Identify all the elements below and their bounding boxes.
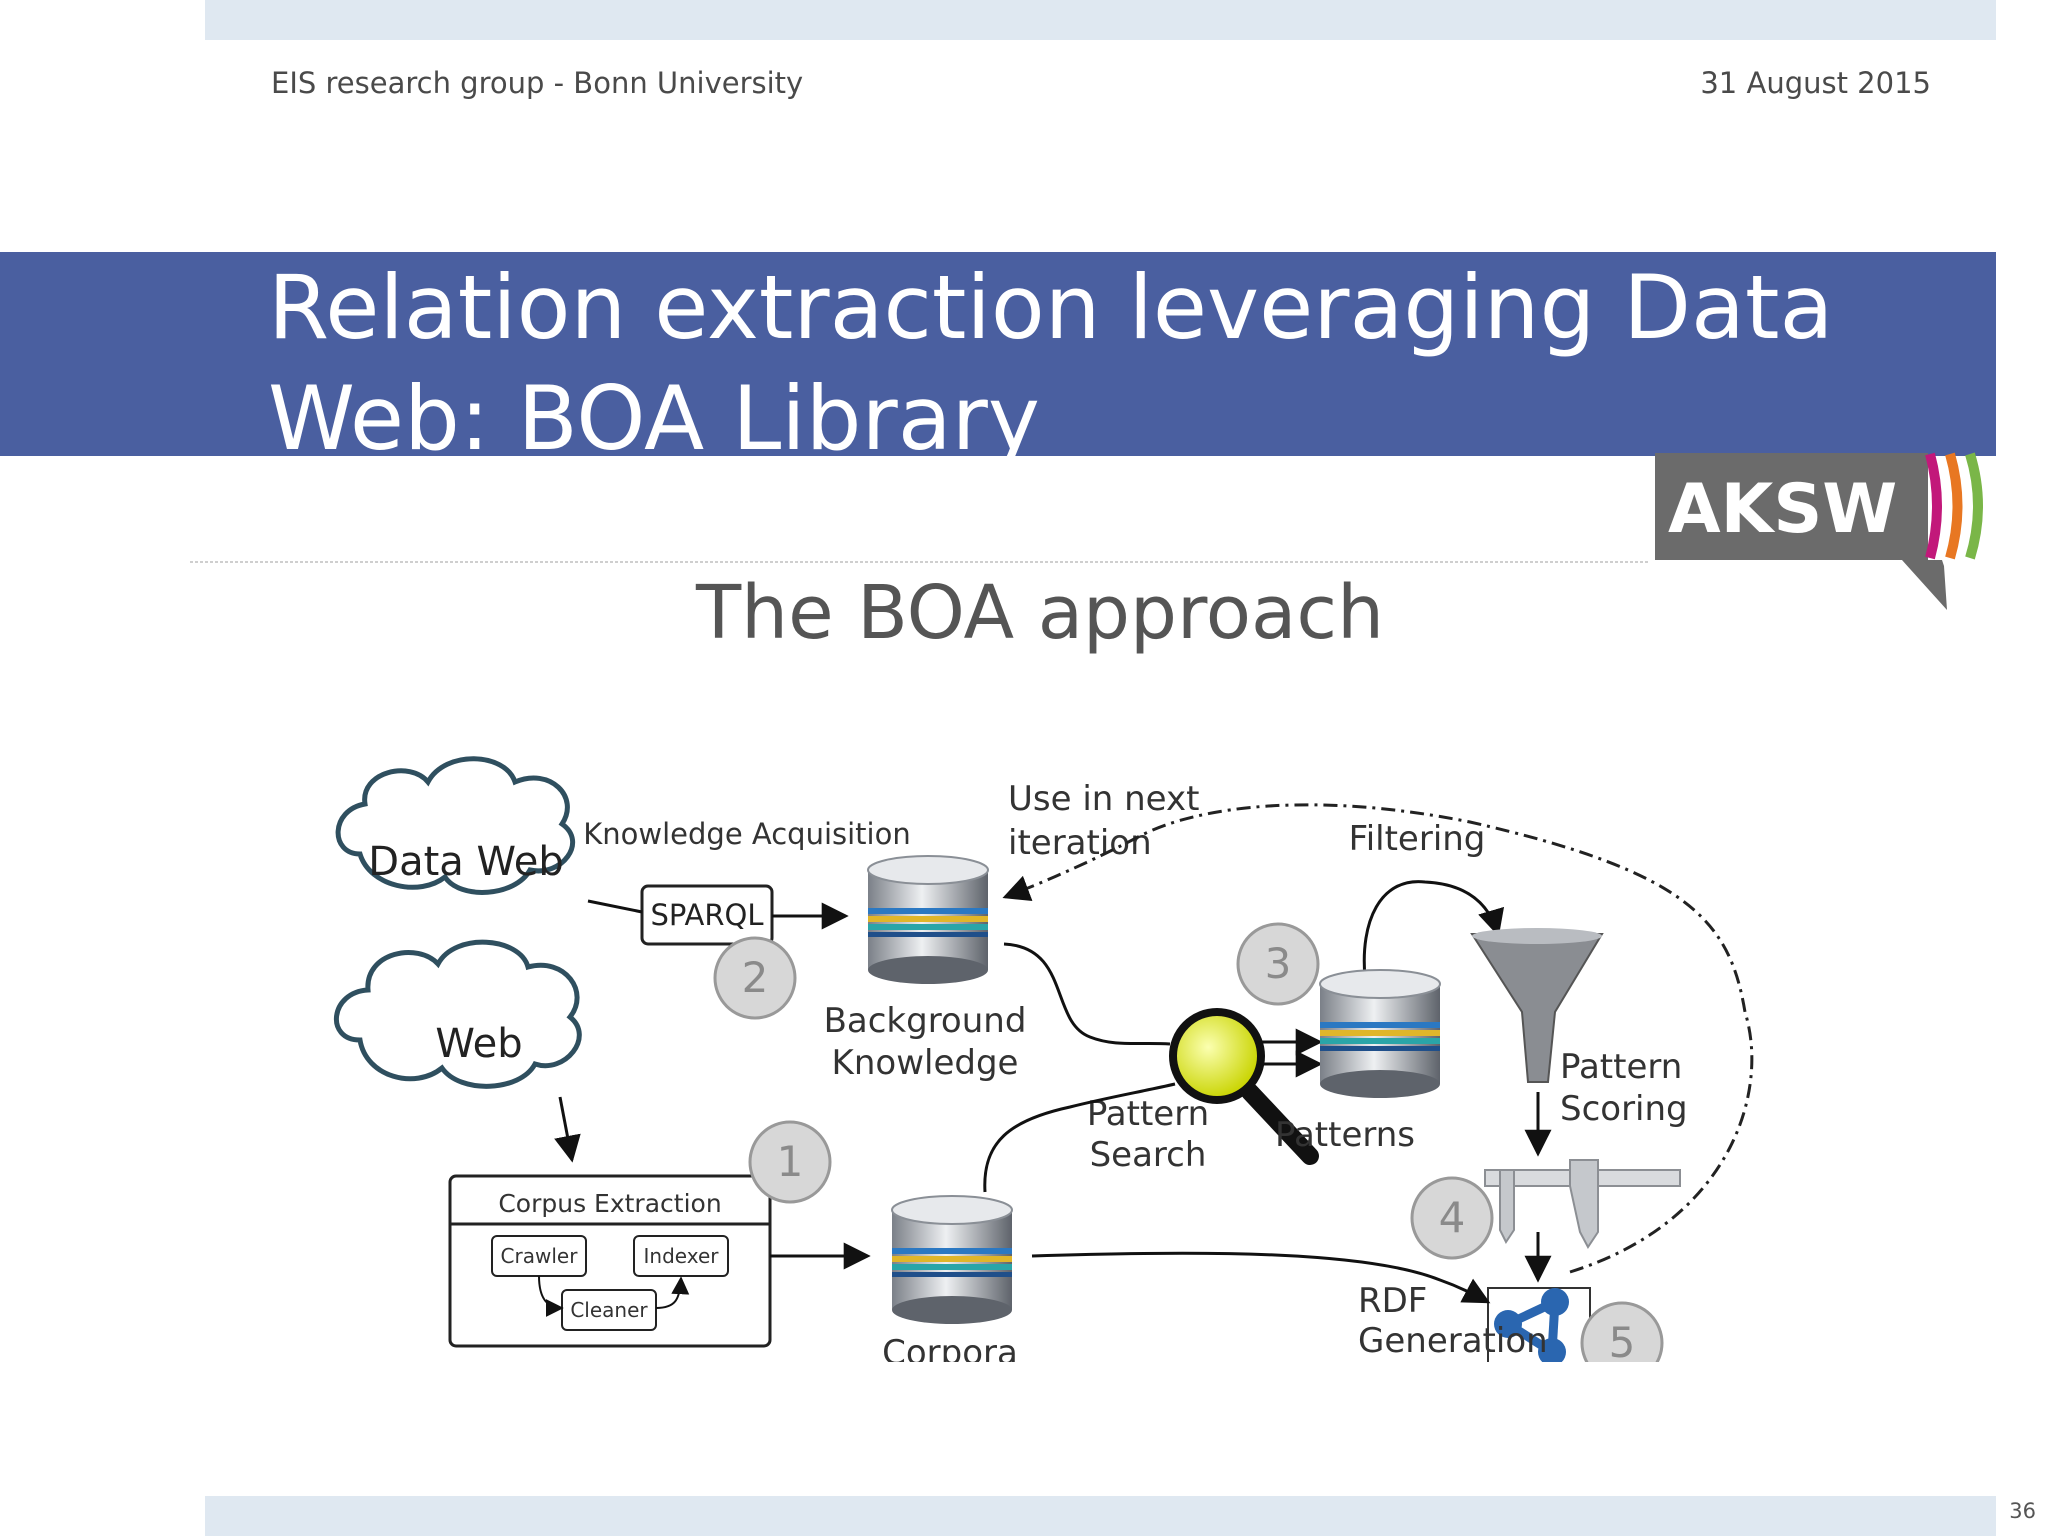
indexer-box bbox=[633, 1235, 729, 1277]
logo-speech-bubble bbox=[1655, 453, 1947, 610]
data-web-cloud: Data Web bbox=[335, 756, 576, 895]
pattern-scoring-label-2: Scoring bbox=[1560, 1089, 1688, 1129]
patterns-to-filter-arrow bbox=[1362, 880, 1505, 978]
logo-stripe-magenta bbox=[1925, 452, 1942, 560]
pattern-search-label-1: Pattern bbox=[1087, 1094, 1209, 1134]
data-web-label: Data Web bbox=[368, 839, 563, 885]
cleaner-label: Cleaner bbox=[570, 1298, 648, 1322]
slide-number: 36 bbox=[2009, 1499, 2036, 1523]
svg-text:5: 5 bbox=[1609, 1318, 1636, 1362]
step-3-circle: 3 bbox=[1236, 922, 1320, 1006]
pattern-search-label-2: Search bbox=[1090, 1135, 1207, 1175]
slide-title: Relation extraction leveraging Data Web:… bbox=[268, 256, 1834, 470]
header-date: 31 August 2015 bbox=[1700, 66, 1931, 100]
aksw-logo: AKSW bbox=[1655, 452, 1983, 610]
bottom-band bbox=[205, 1496, 1996, 1536]
rdf-generation-label-1: RDF bbox=[1358, 1281, 1427, 1321]
use-next-label-1: Use in next bbox=[1008, 779, 1199, 819]
patterns-database bbox=[1319, 969, 1441, 1099]
caliper-icon bbox=[1484, 1159, 1681, 1249]
step-2-circle: 2 bbox=[713, 936, 797, 1020]
corpus-extraction-box: Corpus Extraction Crawler Indexer Cleane… bbox=[448, 1174, 772, 1348]
boa-diagram: The BOA approach Data Web Web Knowledge … bbox=[190, 561, 1754, 1362]
dataweb-to-sparql bbox=[587, 899, 643, 914]
background-to-search-line bbox=[1003, 942, 1171, 1046]
logo-stripe-green bbox=[1965, 452, 1983, 560]
sparql-label: SPARQL bbox=[650, 898, 763, 932]
svg-text:4: 4 bbox=[1439, 1193, 1466, 1242]
background-knowledge-database bbox=[867, 855, 989, 985]
logo-text: AKSW bbox=[1668, 470, 1897, 549]
use-next-label-2: iteration bbox=[1008, 823, 1152, 863]
feedback-dashed-arrow bbox=[1002, 803, 1754, 1274]
corpora-label: Corpora bbox=[882, 1333, 1018, 1362]
logo-stripe-orange bbox=[1945, 452, 1963, 560]
rdf-graph-icon bbox=[1487, 1287, 1591, 1362]
background-label-2: Knowledge bbox=[832, 1043, 1019, 1083]
svg-text:3: 3 bbox=[1265, 939, 1292, 988]
title-bar bbox=[0, 252, 1996, 456]
top-band bbox=[205, 0, 1996, 40]
web-cloud: Web bbox=[334, 939, 582, 1089]
svg-text:2: 2 bbox=[742, 953, 769, 1002]
step-4-circle: 4 bbox=[1410, 1176, 1494, 1260]
filtering-label: Filtering bbox=[1349, 819, 1486, 859]
step-1-circle: 1 bbox=[748, 1120, 832, 1204]
pattern-scoring-label-1: Pattern bbox=[1560, 1047, 1682, 1087]
header-affiliation: EIS research group - Bonn University bbox=[271, 66, 804, 100]
background-label-1: Background bbox=[824, 1001, 1027, 1041]
web-label: Web bbox=[435, 1021, 522, 1067]
filter-funnel-icon bbox=[1470, 928, 1604, 1083]
diagram-heading: The BOA approach bbox=[695, 570, 1384, 656]
patterns-label: Patterns bbox=[1275, 1115, 1415, 1155]
corpora-to-search-line bbox=[983, 1082, 1176, 1193]
knowledge-acquisition-label: Knowledge Acquisition bbox=[583, 817, 910, 851]
magnifier-icon bbox=[1169, 1008, 1319, 1165]
step-5-circle: 5 bbox=[1580, 1301, 1664, 1362]
svg-text:1: 1 bbox=[777, 1137, 804, 1186]
corpora-to-rdf-arrow bbox=[1031, 1251, 1491, 1304]
web-to-corpus-arrow bbox=[554, 1096, 581, 1163]
crawler-label: Crawler bbox=[501, 1244, 579, 1268]
rdf-generation-label-2: Generation bbox=[1358, 1321, 1548, 1361]
indexer-label: Indexer bbox=[644, 1244, 720, 1268]
corpus-extraction-label: Corpus Extraction bbox=[498, 1189, 721, 1218]
corpora-database bbox=[891, 1195, 1013, 1325]
